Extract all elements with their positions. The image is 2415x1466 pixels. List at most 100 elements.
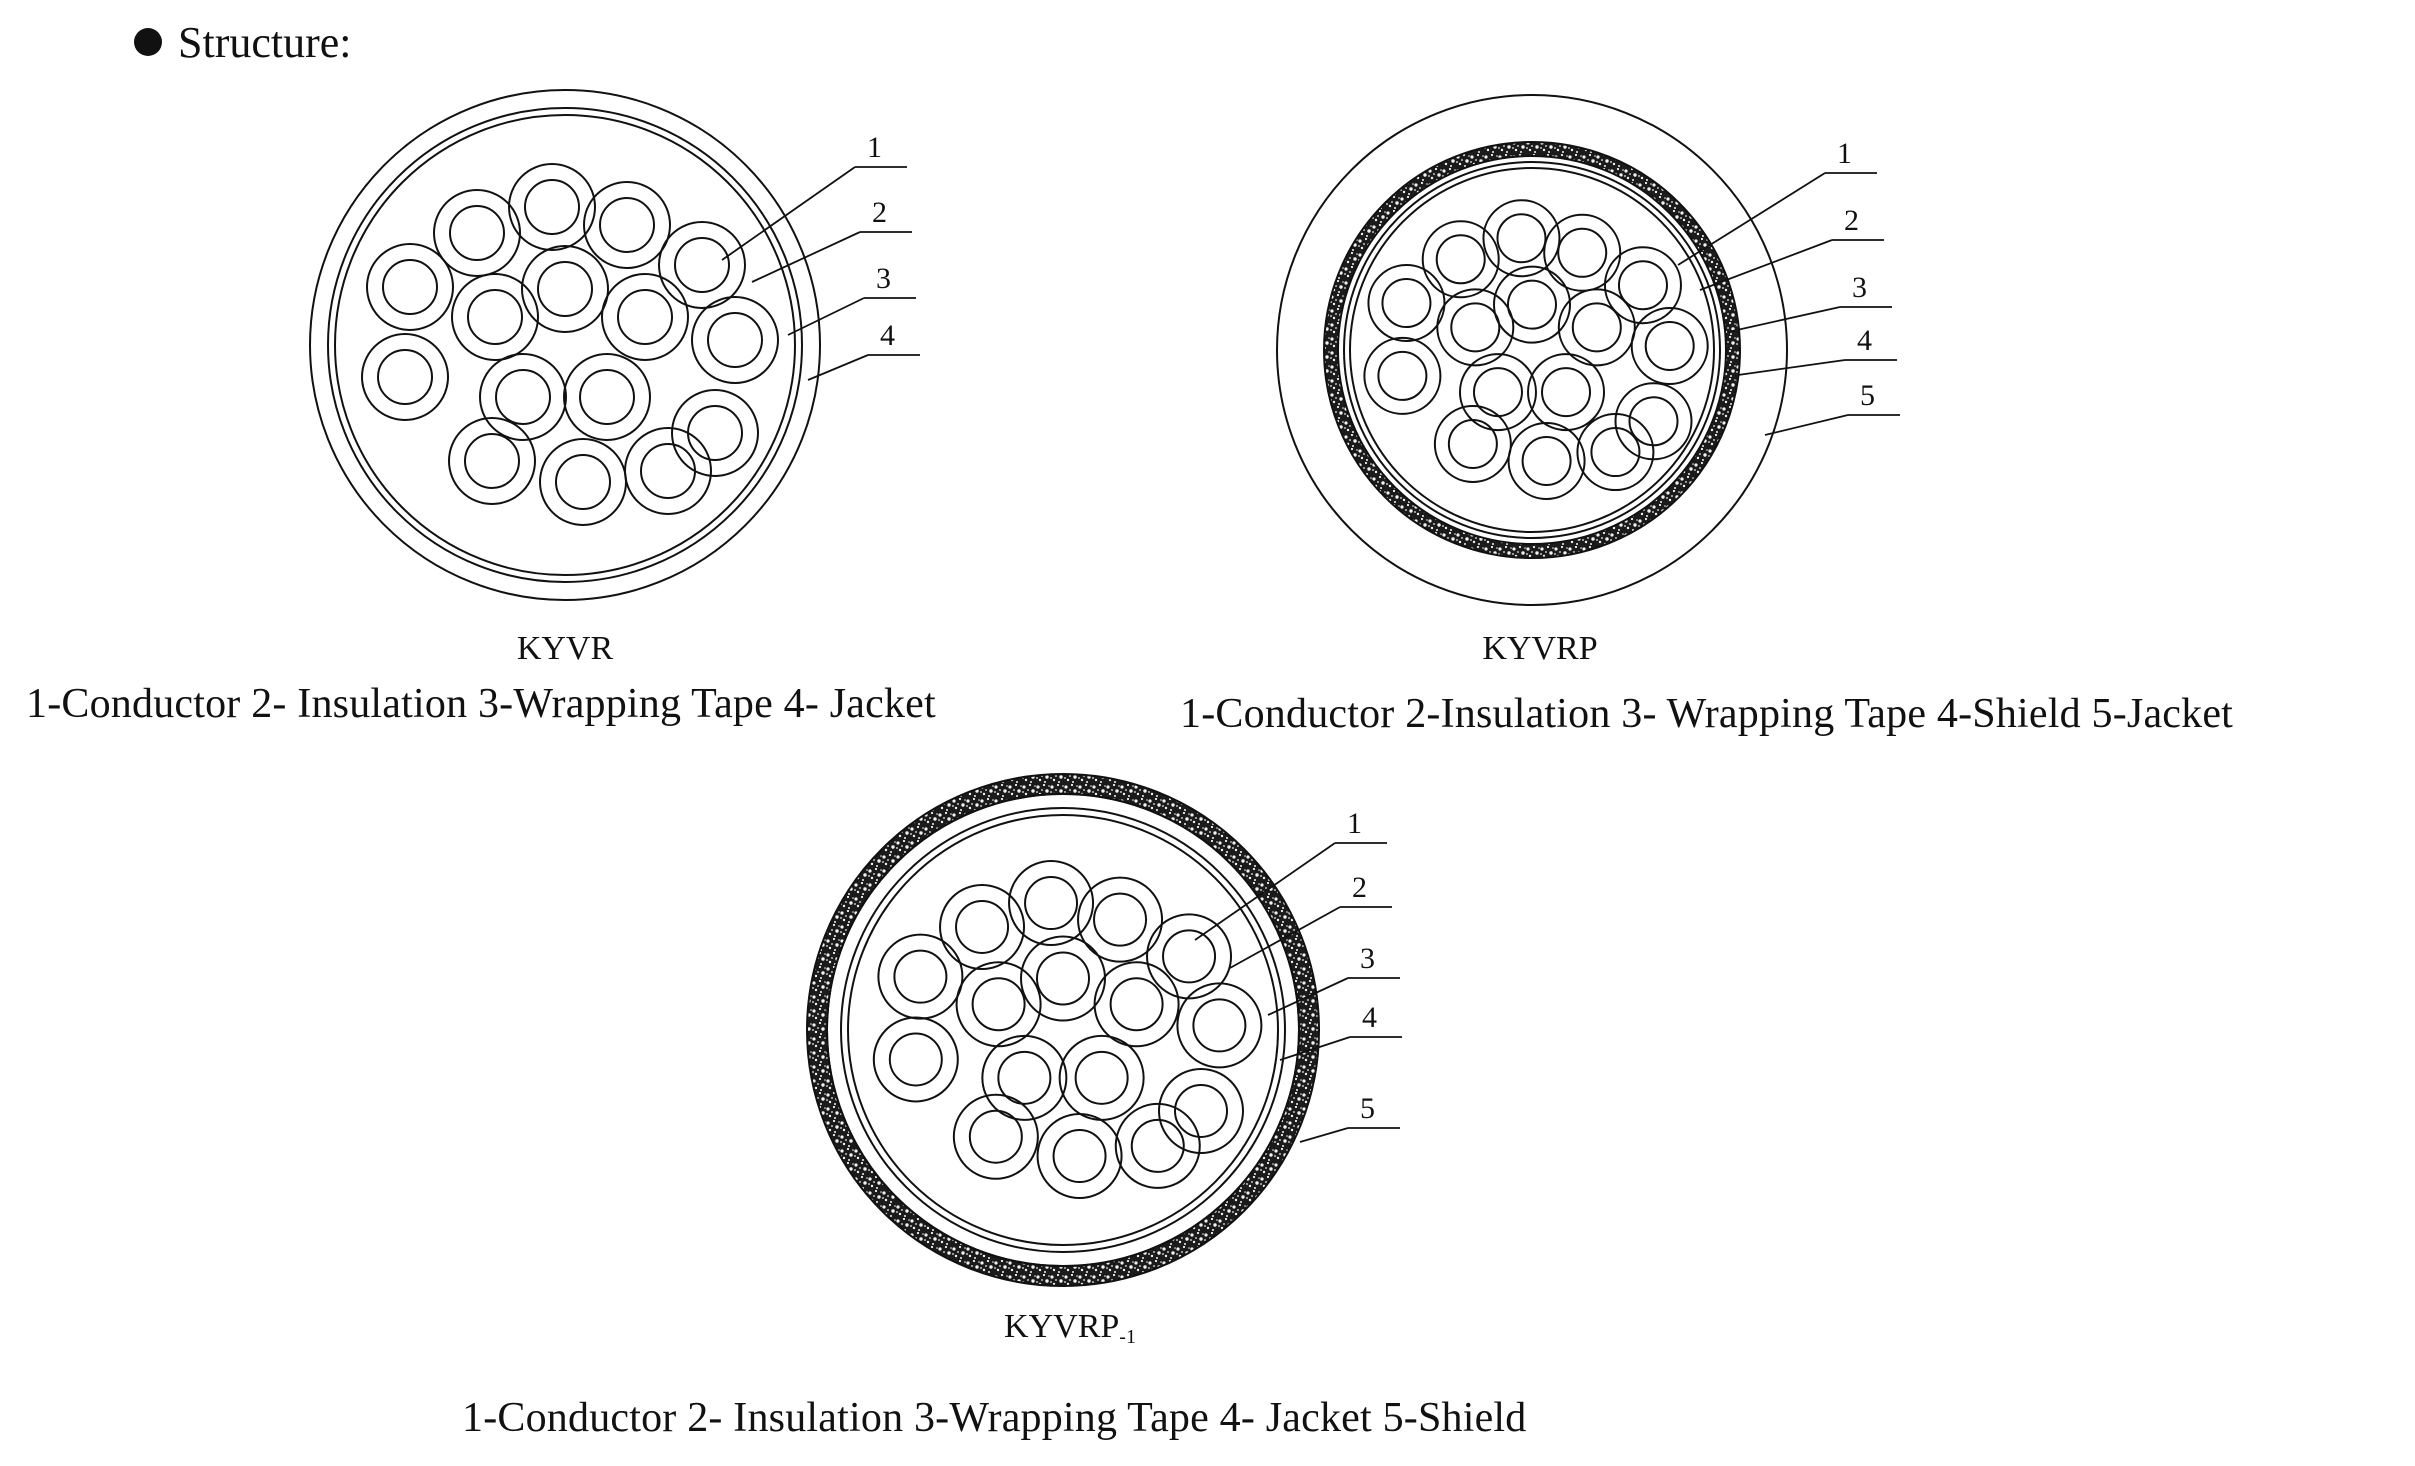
insulated-core [1557, 288, 1636, 367]
callout-number: 1 [867, 131, 882, 164]
conductor [1162, 929, 1217, 984]
conductor [1093, 892, 1148, 947]
insulated-core [1436, 288, 1515, 367]
model-name: KYVR [516, 630, 614, 667]
callout-number: 5 [1860, 379, 1875, 412]
section-heading: Structure: [134, 12, 352, 72]
callout-number: 4 [880, 319, 895, 352]
conductor [1130, 1118, 1185, 1173]
leader-line [721, 166, 856, 261]
model-label-kyvrp-1: KYVRP-1 [1004, 1308, 1136, 1349]
leader-line [807, 354, 869, 381]
conductor [1541, 367, 1592, 418]
insulated-core [1363, 336, 1442, 415]
insulated-core [1603, 246, 1682, 325]
conductor [955, 899, 1010, 954]
insulated-core [624, 427, 712, 515]
model-label-kyvr: KYVR [517, 630, 613, 671]
conductor [377, 349, 433, 405]
insulated-core [433, 189, 521, 277]
insulated-core [1367, 264, 1446, 343]
insulated-core [366, 243, 454, 331]
conductor [707, 312, 763, 368]
wrapping-tape-inner [334, 114, 796, 576]
jacket-outline [826, 793, 1300, 1267]
shield-layer [805, 773, 1321, 1287]
insulated-core [479, 353, 567, 441]
conductor [617, 289, 673, 345]
legend-kyvr: 1-Conductor 2- Insulation 3-Wrapping Tap… [26, 681, 936, 727]
callout-number: 5 [1360, 1092, 1375, 1125]
callout-number: 1 [1347, 807, 1362, 840]
leader-line [787, 297, 865, 336]
insulated-core [1058, 1034, 1145, 1121]
callout-number: 2 [872, 196, 887, 229]
conductor [888, 1032, 943, 1087]
insulated-core [1176, 982, 1263, 1069]
callout-number: 4 [1857, 324, 1872, 357]
conductor [971, 977, 1026, 1032]
insulated-core [872, 1016, 959, 1103]
bullet-icon [134, 28, 162, 56]
insulated-core [1482, 199, 1561, 278]
wrapping-tape-outer [327, 107, 803, 583]
leader-line [1737, 359, 1846, 376]
insulated-core [981, 1034, 1068, 1121]
legend-kyvrp-1: 1-Conductor 2- Insulation 3-Wrapping Tap… [462, 1395, 1527, 1441]
leader-line [1229, 906, 1341, 969]
insulated-core [361, 333, 449, 421]
leader-line [1279, 1036, 1351, 1061]
leader-line [751, 231, 861, 283]
conductor [449, 205, 505, 261]
leader-line [1267, 977, 1349, 1016]
conductor [1507, 279, 1557, 330]
conductor [1109, 977, 1164, 1032]
conductor [1450, 302, 1501, 353]
insulated-core [1008, 860, 1095, 947]
wrapping-tape-outer [1343, 161, 1721, 539]
conductor [1036, 951, 1090, 1006]
insulated-core [952, 1093, 1039, 1180]
insulated-core [1077, 876, 1164, 963]
conductor [524, 179, 580, 235]
insulated-core [1158, 1067, 1244, 1154]
insulated-core [583, 181, 671, 269]
insulated-core [1421, 220, 1500, 299]
section-heading-text: Structure: [178, 17, 352, 67]
conductor [464, 433, 520, 489]
insulated-core [601, 273, 689, 361]
legend-kyvrp: 1-Conductor 2-Insulation 3- Wrapping Tap… [1180, 691, 2234, 737]
insulated-core [521, 245, 609, 333]
insulated-core [1036, 1113, 1123, 1200]
conductor [1024, 876, 1079, 931]
insulated-core [1093, 961, 1180, 1048]
jacket-outline [1276, 94, 1788, 606]
shield-layer [1322, 141, 1742, 559]
conductor [1521, 435, 1572, 486]
insulated-core [955, 961, 1042, 1048]
callout-number: 3 [1852, 271, 1867, 304]
insulated-core [1630, 306, 1709, 385]
conductor [1617, 260, 1668, 311]
conductor [1571, 302, 1622, 353]
conductor [1644, 320, 1695, 371]
model-label-kyvrp: KYVRP [1482, 630, 1597, 671]
callout-number: 2 [1352, 871, 1367, 904]
insulated-core [691, 296, 779, 384]
insulated-core [877, 933, 964, 1020]
conductor [579, 369, 635, 425]
wrapping-tape-outer [840, 807, 1286, 1253]
conductor [537, 261, 593, 317]
conductor [1174, 1083, 1228, 1138]
callout-number: 4 [1362, 1001, 1377, 1034]
leader-line [1764, 414, 1849, 436]
insulated-core [448, 417, 536, 505]
conductor [599, 197, 655, 253]
conductor [1435, 234, 1486, 285]
conductor [674, 237, 730, 293]
insulated-core [939, 883, 1026, 970]
insulated-core [1507, 421, 1586, 500]
conductor [1377, 350, 1428, 401]
insulated-core [1543, 213, 1622, 292]
